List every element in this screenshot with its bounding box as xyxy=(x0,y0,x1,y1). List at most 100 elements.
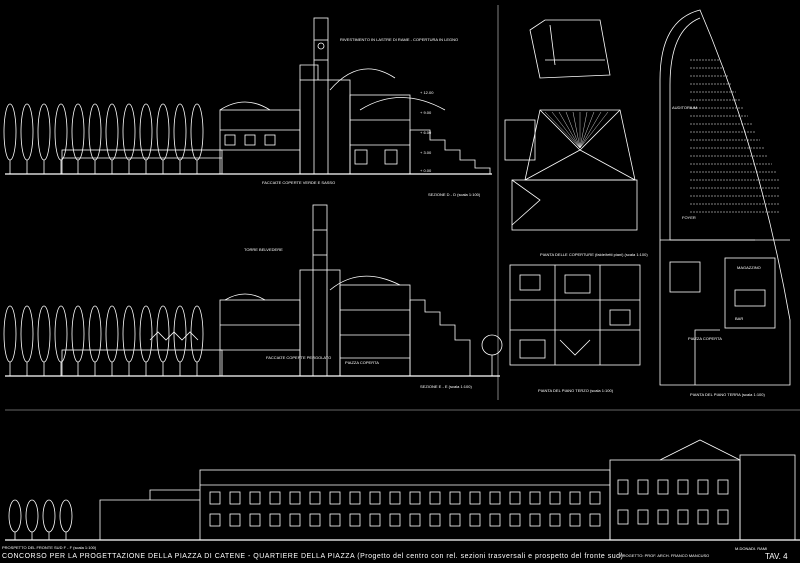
elevation-window xyxy=(697,509,709,525)
elevation-window xyxy=(617,479,629,495)
elevation-window xyxy=(657,479,669,495)
tree-icon xyxy=(54,305,68,363)
elevation-window xyxy=(269,513,281,527)
section-d-caption: SEZIONE D - D (scala 1:100) xyxy=(428,192,481,197)
roof-plan-caption: PIANTA DELLE COPERTURE (falde/tetti pian… xyxy=(540,252,648,257)
elevation-window xyxy=(489,513,501,527)
elevation-window xyxy=(229,491,241,505)
tree-icon xyxy=(88,305,102,363)
roof-hatch-line xyxy=(544,111,581,149)
tree-icon xyxy=(88,103,102,161)
elevation-window xyxy=(209,513,221,527)
tree-icon xyxy=(3,103,17,161)
roof-hatch-line xyxy=(551,111,581,149)
elevation-window xyxy=(349,491,361,505)
elevation-window xyxy=(369,491,381,505)
elevation-window xyxy=(349,513,361,527)
room-label-bar: BAR xyxy=(735,316,744,321)
elevation-window xyxy=(677,479,689,495)
elevation-caption: PROSPETTO DEL FRONTE SUD F - F (scala 1:… xyxy=(2,545,97,550)
tree-icon xyxy=(59,499,73,533)
tree-icon xyxy=(156,305,170,363)
tree-icon xyxy=(190,305,204,363)
site-thumbnail xyxy=(529,19,611,79)
roof-hatch-line xyxy=(565,111,581,149)
elevation-window xyxy=(389,491,401,505)
facade-note-top: FACCIATE COPERTE VERDE E SASSO xyxy=(262,180,336,185)
level-label: + 9.00 xyxy=(420,110,432,115)
elevation-window xyxy=(429,491,441,505)
tree-icon xyxy=(71,305,85,363)
elevation-window xyxy=(329,491,341,505)
elevation-window xyxy=(249,491,261,505)
tree-icon xyxy=(139,103,153,161)
tree-icon xyxy=(54,103,68,161)
tree-row-middle xyxy=(3,305,204,376)
elevation-window xyxy=(509,491,521,505)
room-label-auditorium: AUDITORIUM xyxy=(672,105,698,110)
elevation-window xyxy=(369,513,381,527)
elevation-window xyxy=(717,509,729,525)
ground-floor-plan xyxy=(659,9,791,386)
elevation-window xyxy=(589,491,601,505)
elevation-window xyxy=(289,513,301,527)
elevation-window xyxy=(657,509,669,525)
tree-icon xyxy=(37,103,51,161)
project-credit: PROGETTO: PROF. ARCH. FRANCO MANCUSO xyxy=(620,553,710,558)
tree-icon xyxy=(37,305,51,363)
tree-row-top xyxy=(3,103,204,174)
tower-note: TORRE BELVEDERE xyxy=(244,247,283,252)
elevation-window xyxy=(269,491,281,505)
roof-hatch-line xyxy=(579,111,602,149)
roof-hatch-line xyxy=(558,111,581,149)
elevation-window xyxy=(429,513,441,527)
level-label: + 0.00 xyxy=(420,168,432,173)
level-label: + 12.00 xyxy=(420,90,434,95)
tree-icon xyxy=(20,103,34,161)
room-label-magazzino: MAGAZZINO xyxy=(737,265,761,270)
elevation-window xyxy=(509,513,521,527)
elevation-window xyxy=(637,509,649,525)
elevation-window xyxy=(229,513,241,527)
elevation-window xyxy=(697,479,709,495)
elevation-window xyxy=(309,513,321,527)
elevation-window xyxy=(569,513,581,527)
level-label: + 6.00 xyxy=(420,130,432,135)
elevation-window xyxy=(677,509,689,525)
elevation-window xyxy=(449,513,461,527)
level-label: + 3.00 xyxy=(420,150,432,155)
elevation-window xyxy=(289,491,301,505)
elevation-window xyxy=(329,513,341,527)
elevation-window xyxy=(637,479,649,495)
roof-plan xyxy=(504,109,638,231)
elevation-window xyxy=(717,479,729,495)
tree-icon xyxy=(173,103,187,161)
elevation-window xyxy=(549,491,561,505)
south-elevation xyxy=(5,439,800,541)
roof-hatch-line xyxy=(579,111,595,149)
tree-icon xyxy=(42,499,56,533)
elevation-window xyxy=(569,491,581,505)
tree-icon xyxy=(139,305,153,363)
elevation-window xyxy=(617,509,629,525)
tree-icon xyxy=(122,103,136,161)
ground-floor-caption: PIANTA DEL PIANO TERRA (scala 1:100) xyxy=(690,392,765,397)
tree-icon xyxy=(105,103,119,161)
section-e-caption: SEZIONE E - E (scala 1:100) xyxy=(420,384,472,389)
tree-icon xyxy=(3,305,17,363)
elevation-window xyxy=(489,491,501,505)
tree-icon xyxy=(156,103,170,161)
section-d-d-drawing xyxy=(3,17,492,175)
tree-icon xyxy=(122,305,136,363)
room-label-foyer: FOYER xyxy=(682,215,696,220)
room-label-piazza: PIAZZA COPERTA xyxy=(688,336,722,341)
section-e-e-drawing xyxy=(3,204,503,377)
tree-icon xyxy=(71,103,85,161)
roof-hatch-line xyxy=(579,111,609,149)
elevation-window xyxy=(529,513,541,527)
author-credit: M.DONADI. RAMI xyxy=(735,546,768,551)
elevation-window xyxy=(209,491,221,505)
elevation-window xyxy=(589,513,601,527)
elevation-window xyxy=(389,513,401,527)
